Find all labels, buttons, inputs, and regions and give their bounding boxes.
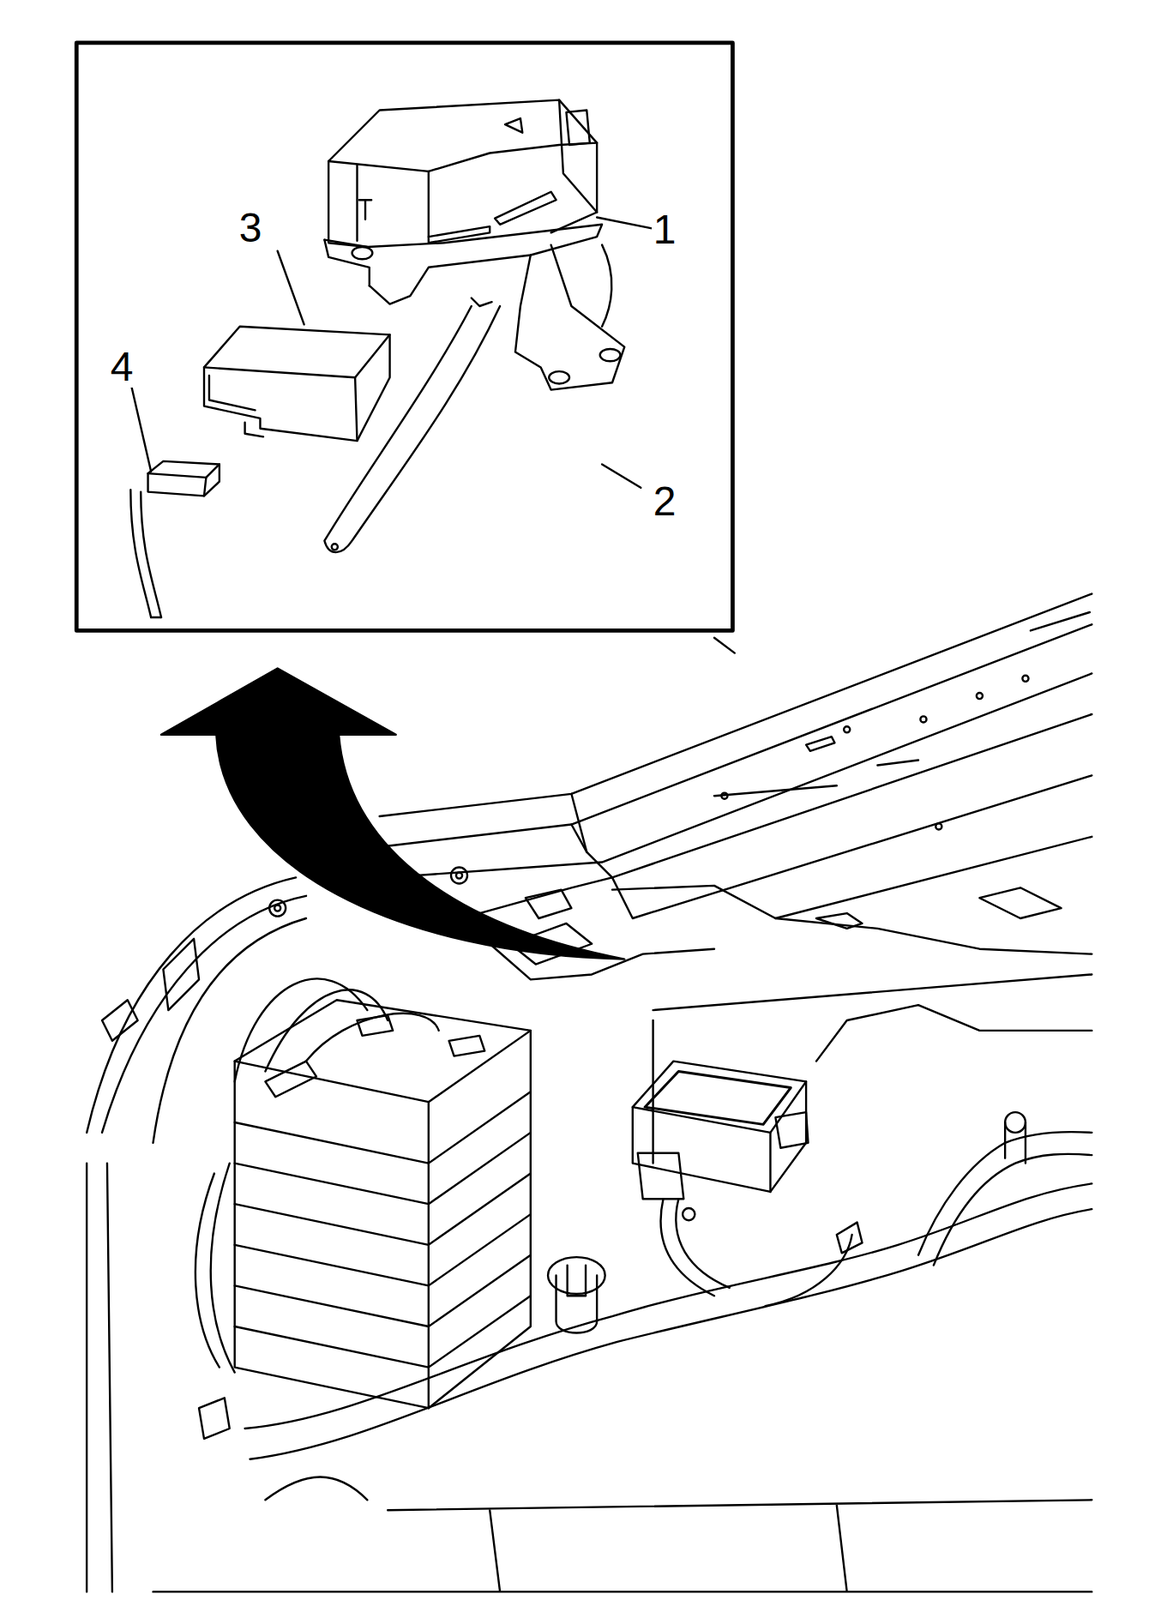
connector (130, 461, 220, 618)
strut-tower (153, 1257, 1093, 1592)
sensor-module (632, 1061, 809, 1222)
callout-number: 1 (651, 209, 679, 251)
module-housing (328, 100, 597, 247)
wiring (195, 978, 1092, 1459)
bracket (324, 224, 625, 553)
control-module (204, 326, 391, 441)
inset-frame (76, 42, 733, 631)
fender (86, 877, 307, 1592)
callout-number: 3 (237, 207, 265, 249)
module-stack (234, 999, 531, 1408)
vehicle-body (379, 594, 1093, 1164)
leader-line (130, 216, 653, 488)
callout-number: 2 (651, 481, 679, 523)
slot (494, 192, 556, 225)
callout-number: 4 (108, 346, 136, 388)
